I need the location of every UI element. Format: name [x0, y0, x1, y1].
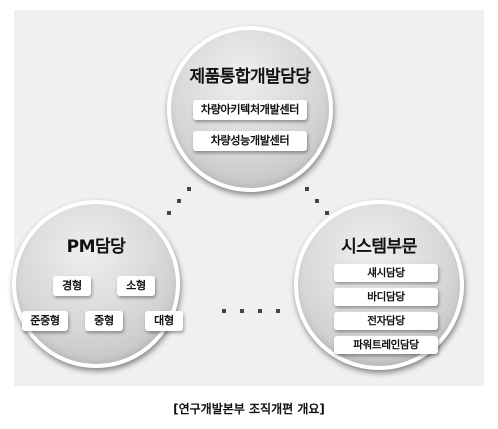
org-unit-box: 섀시담당 — [334, 264, 438, 282]
org-unit-box: 파워트레인담당 — [334, 336, 438, 354]
connector-dot — [177, 199, 181, 203]
system-division-circle: 시스템부문 섀시담당 바디담당 전자담당 파워트레인담당 — [294, 200, 464, 370]
org-unit-box: 바디담당 — [334, 288, 438, 306]
connector-dot — [167, 211, 171, 215]
product-integration-circle: 제품통합개발담당 차량아키텍처개발센터 차량성능개발센터 — [167, 26, 333, 192]
connector-dot — [222, 309, 226, 313]
group-title: 시스템부문 — [341, 237, 417, 257]
group-title: PM담당 — [66, 237, 126, 257]
org-unit-box: 중형 — [85, 311, 123, 331]
connector-dot — [276, 309, 280, 313]
connector-dot — [315, 199, 319, 203]
org-unit-box: 차량아키텍처개발센터 — [193, 100, 307, 120]
connector-dot — [187, 187, 191, 191]
connector-dot — [325, 211, 329, 215]
pm-circle: PM담당 경형 소형 준중형 중형 대형 — [12, 200, 183, 368]
org-unit-box: 준중형 — [22, 311, 68, 331]
org-unit-box: 경형 — [53, 276, 91, 296]
connector-dot — [305, 187, 309, 191]
group-title: 제품통합개발담당 — [189, 67, 311, 87]
connector-dot — [240, 309, 244, 313]
org-unit-box: 소형 — [117, 276, 155, 296]
org-unit-box: 전자담당 — [334, 312, 438, 330]
figure-caption: [연구개발본부 조직개편 개요] — [173, 402, 325, 416]
org-unit-box: 대형 — [145, 311, 183, 331]
org-unit-box: 차량성능개발센터 — [193, 131, 307, 151]
connector-dot — [258, 309, 262, 313]
